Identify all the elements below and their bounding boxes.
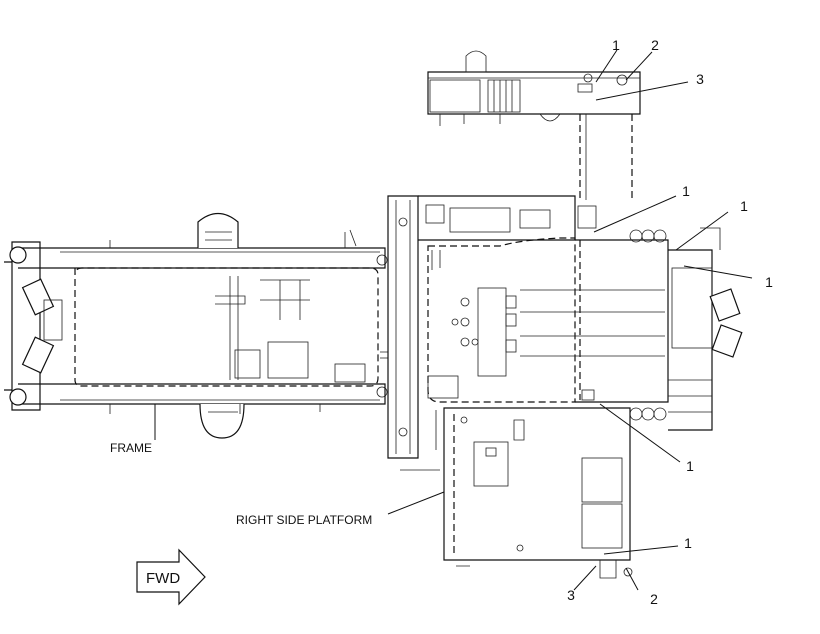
forward-arrow-icon: FWD <box>136 548 206 606</box>
callout-1-lower-right: 1 <box>686 458 694 474</box>
frame <box>4 212 388 439</box>
callout-1-right: 1 <box>765 274 773 290</box>
callout-1-bottom: 1 <box>684 535 692 551</box>
leader-lines <box>154 49 753 591</box>
callout-3-bottom: 3 <box>567 587 575 603</box>
callout-1-upper-right: 1 <box>740 198 748 214</box>
right-side-platform-label: RIGHT SIDE PLATFORM <box>236 513 372 527</box>
fwd-label: FWD <box>146 570 180 587</box>
right-body <box>520 205 743 431</box>
callout-1-upper-mid: 1 <box>682 183 690 199</box>
frame-label: FRAME <box>110 441 152 455</box>
callout-3-top: 1 <box>612 37 620 53</box>
center-section <box>387 195 576 471</box>
right-side-platform <box>443 407 633 579</box>
callout-1-top: 3 <box>696 71 704 87</box>
callout-2-bottom: 2 <box>650 591 658 607</box>
callout-2-top: 2 <box>651 37 659 53</box>
upper-assembly <box>427 50 641 200</box>
